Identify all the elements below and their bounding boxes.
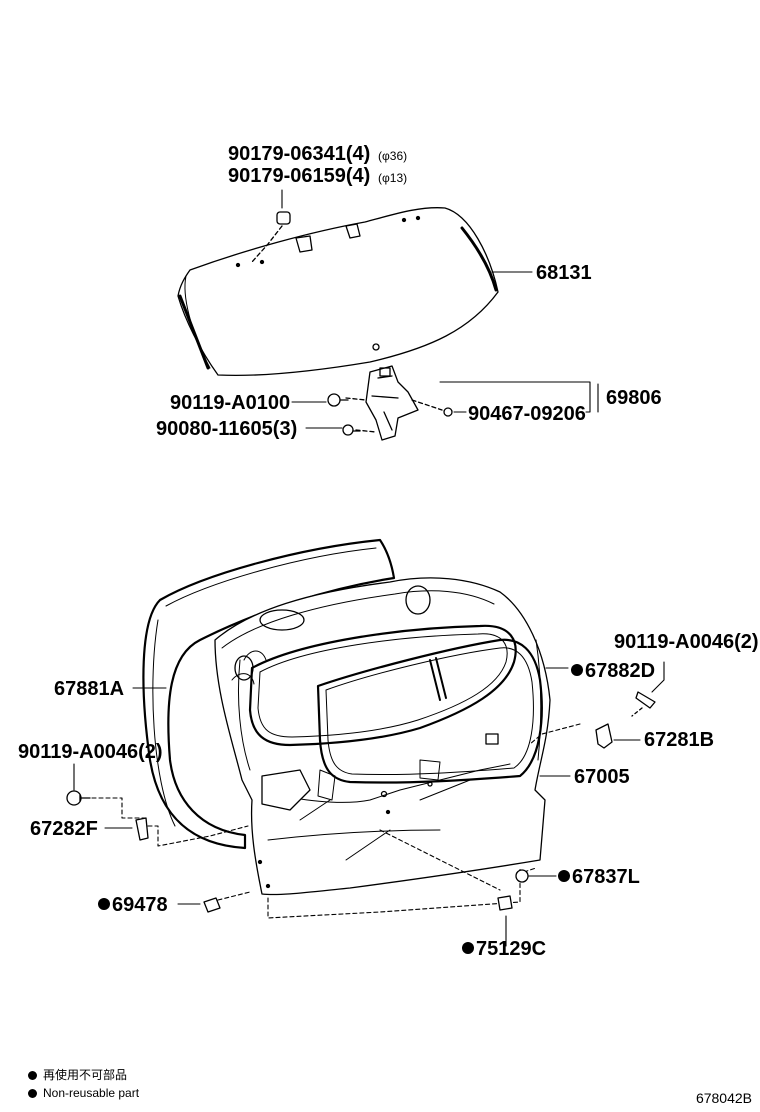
molding-67882d bbox=[248, 624, 543, 784]
back-window-glass bbox=[177, 207, 499, 377]
legend-jp: 再使用不可部品 bbox=[28, 1068, 127, 1082]
part-label-67881a: 67881A bbox=[54, 678, 124, 700]
part-label-75129c: 75129C bbox=[476, 938, 546, 960]
lower-fasteners bbox=[66, 691, 656, 913]
non-reusable-marker bbox=[558, 870, 570, 882]
bullet-icon bbox=[28, 1071, 37, 1080]
legend-en: Non-reusable part bbox=[28, 1086, 139, 1100]
part-label-67281b: 67281B bbox=[644, 729, 714, 751]
part-note-phi13: (φ13) bbox=[378, 171, 407, 185]
part-label-90179-06341: 90179-06341(4) bbox=[228, 143, 370, 165]
part-label-67005: 67005 bbox=[574, 766, 630, 788]
label-leaders bbox=[73, 189, 665, 947]
non-reusable-marker bbox=[462, 942, 474, 954]
part-label-90080-11605: 90080-11605(3) bbox=[156, 418, 297, 440]
part-label-90119-a0046-right: 90119-A0046(2) bbox=[614, 631, 759, 653]
part-label-68131: 68131 bbox=[536, 262, 592, 284]
part-label-90119-a0046-left: 90119-A0046(2) bbox=[18, 741, 163, 763]
part-label-90467-09206: 90467-09206 bbox=[468, 403, 586, 425]
part-label-67282f: 67282F bbox=[30, 818, 98, 840]
non-reusable-marker bbox=[98, 898, 110, 910]
legend-jp-text: 再使用不可部品 bbox=[43, 1068, 128, 1082]
part-note-phi36: (φ36) bbox=[378, 149, 407, 163]
diagram-code: 678042B bbox=[695, 1090, 752, 1106]
legend-en-text: Non-reusable part bbox=[43, 1086, 140, 1100]
part-label-67837l: 67837L bbox=[572, 866, 640, 888]
part-label-69806: 69806 bbox=[606, 387, 662, 409]
bullet-icon bbox=[28, 1089, 37, 1098]
weatherstrip-67881a bbox=[142, 538, 396, 850]
hinge-bracket-69806 bbox=[327, 365, 453, 441]
part-label-67882d: 67882D bbox=[585, 660, 655, 682]
part-label-90119-a0100: 90119-A0100 bbox=[170, 392, 290, 414]
part-label-69478: 69478 bbox=[112, 894, 168, 916]
part-label-90179-06159: 90179-06159(4) bbox=[228, 165, 370, 187]
non-reusable-marker bbox=[571, 664, 583, 676]
lower-leaders bbox=[91, 723, 581, 919]
